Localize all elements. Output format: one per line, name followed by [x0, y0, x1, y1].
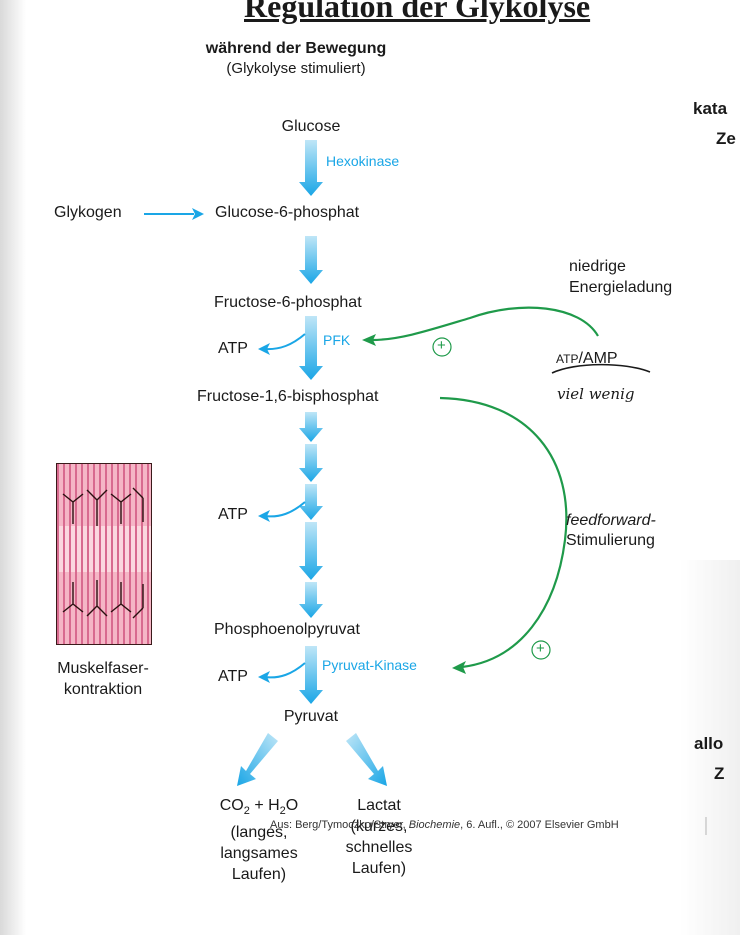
- ratio-rest-label: /AMP: [578, 350, 618, 367]
- source-credit: Aus: Berg/Tymoczko/Stryer, Biochemie, 6.…: [270, 819, 619, 831]
- plus-sign-pyruvatkinase: +: [536, 640, 545, 657]
- stimulierung-label: Stimulierung: [566, 532, 655, 549]
- arrow-seg5: [299, 582, 323, 618]
- plus-sign-pfk: +: [437, 337, 446, 354]
- arrow-glykogen: [144, 208, 204, 220]
- metabolite-pep: Phosphoenolpyruvat: [214, 621, 360, 638]
- arrow-glucose-g6p: [299, 140, 323, 196]
- header-line1: während der Bewegung: [205, 40, 387, 57]
- metabolite-glucose: Glucose: [281, 118, 341, 135]
- plus-circles: [432, 337, 551, 660]
- metabolite-glykogen: Glykogen: [54, 204, 122, 221]
- atp-pyruvatkinase: ATP: [218, 668, 248, 685]
- atp-middle: ATP: [218, 506, 248, 523]
- atp-pfk: ATP: [218, 340, 248, 357]
- metabolite-g6p: Glucose-6-phosphat: [215, 204, 360, 221]
- side-text-kata: kata: [693, 99, 728, 118]
- lactat-line2: (kurzes,: [350, 818, 408, 835]
- co2-line2: (langes,: [230, 824, 288, 842]
- page-shadow-left: [0, 0, 26, 935]
- enzyme-hexokinase: Hexokinase: [326, 153, 400, 169]
- muscle-fiber-image: [56, 463, 152, 645]
- arrow-f6p-f16bp: [299, 316, 323, 380]
- atp-amp-ratio: ATP/AMP: [556, 350, 618, 368]
- metabolite-pyruvat: Pyruvat: [283, 708, 339, 725]
- arrow-seg2: [299, 444, 323, 482]
- green-arrows: [371, 306, 599, 669]
- side-text-ze: Ze: [716, 129, 736, 148]
- atp-side-arrows: [263, 333, 306, 679]
- co2-line4: Laufen): [231, 866, 287, 884]
- muscle-fiber-band: [57, 526, 151, 572]
- energy-label-line2: Energieladung: [569, 279, 673, 296]
- green-arrowheads: [362, 334, 466, 674]
- handwritten-bracket: [551, 363, 651, 374]
- page-shadow-right: [680, 560, 740, 935]
- feedforward-italic: feedforward-: [566, 512, 656, 529]
- metabolite-f16bp: Fructose-1,6-bisphosphat: [197, 388, 379, 405]
- enzyme-pfk: PFK: [323, 332, 351, 348]
- lactat-line4: Laufen): [351, 860, 407, 877]
- muscle-label-line2: kontraktion: [63, 681, 143, 698]
- atp-arrowheads: [258, 343, 270, 683]
- product-lactat: Lactat (kurzes, schnelles Laufen): [329, 795, 429, 879]
- arrow-pyruvat-lactat: [346, 733, 387, 786]
- co2-line3: langsames: [220, 845, 298, 863]
- side-text-z: Z: [714, 764, 725, 783]
- muscle-label-line1: Muskelfaser-: [57, 660, 149, 677]
- lactat-line3: schnelles: [345, 839, 413, 856]
- arrow-seg3: [299, 484, 323, 520]
- handwritten-note: viel wenig: [557, 385, 635, 403]
- energy-label-line1: niedrige: [569, 258, 626, 275]
- arrow-seg1: [299, 412, 323, 442]
- side-text-allo: allo: [694, 734, 724, 753]
- main-arrows: [299, 140, 323, 704]
- metabolite-f6p: Fructose-6-phosphat: [214, 294, 362, 311]
- arrow-pep-pyruvat: [299, 646, 323, 704]
- co2-line1: CO2 + H2O: [219, 797, 299, 818]
- arrow-seg4: [299, 522, 323, 580]
- arrow-pyruvat-co2: [237, 733, 278, 786]
- enzyme-pyruvatkinase: Pyruvat-Kinase: [322, 657, 417, 673]
- product-co2-h2o: CO2 + H2O (langes, langsames Laufen): [204, 795, 314, 885]
- atp-small-label: ATP: [556, 352, 579, 366]
- muscle-fiber-crossbridges: [62, 487, 144, 619]
- header-line2: (Glykolyse stimuliert): [226, 60, 366, 77]
- arrow-g6p-f6p: [299, 236, 323, 284]
- lactat-line1: Lactat: [357, 797, 401, 814]
- feedforward-label: feedforward-: [566, 512, 656, 530]
- page-title: Regulation der Glykolyse: [244, 0, 591, 24]
